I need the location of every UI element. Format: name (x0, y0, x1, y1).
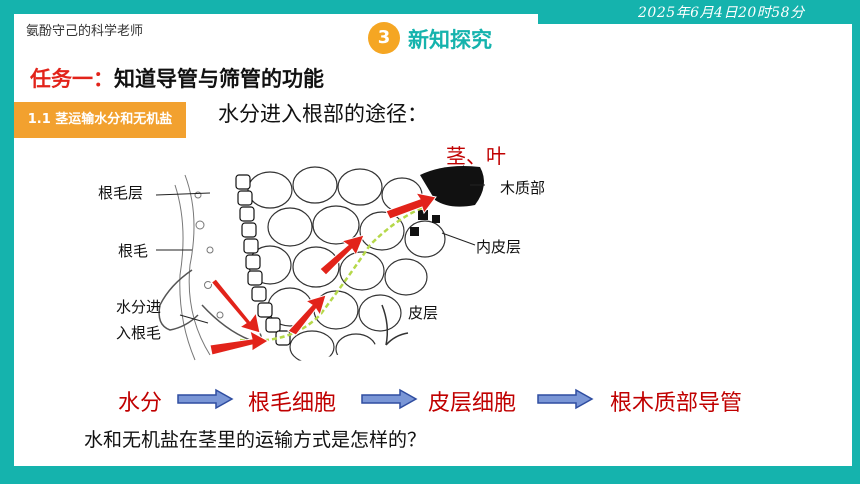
flow-step-xylem-vessel: 根木质部导管 (610, 391, 743, 416)
frame-bottom (0, 466, 860, 484)
stem-leaf-label: 茎、叶 (446, 144, 506, 168)
water-flow-path (239, 203, 431, 342)
timestamp: 2025年6月4日20时58分 (638, 5, 805, 21)
label-water-enters-2: 入根毛 (116, 324, 162, 342)
flow-step-water: 水分 (118, 391, 163, 416)
section-number-badge: 3 (368, 22, 400, 54)
red-flow-arrows (207, 192, 437, 356)
flow-arrow-icon (361, 388, 418, 410)
task-name: 知道导管与筛管的功能 (114, 67, 324, 91)
top-strip (538, 0, 860, 24)
author-label: 氨酚守己的科学老师 (26, 24, 144, 39)
label-cortex: 皮层 (408, 304, 439, 322)
label-endodermis: 内皮层 (476, 238, 522, 256)
flow-arrow-icon (177, 388, 234, 410)
task-prefix: 任务一： (30, 67, 114, 91)
task-title: 任务一：知道导管与筛管的功能 (30, 63, 324, 93)
epidermis-cells (235, 174, 291, 346)
label-xylem: 木质部 (500, 179, 546, 197)
flow-step-cortex-cell: 皮层细胞 (428, 391, 517, 416)
section-title: 新知探究 (408, 28, 492, 52)
label-water-enters-1: 水分进 (116, 298, 162, 316)
flow-arrow-icon (537, 388, 594, 410)
leader-lines (155, 184, 485, 324)
label-root-hair: 根毛 (118, 242, 149, 260)
label-root-hair-layer: 根毛层 (98, 184, 144, 202)
frame-left (0, 0, 14, 484)
root-cross-section-diagram (155, 166, 485, 361)
subtopic-badge: 1.1 茎运输水分和无机盐 (14, 102, 186, 138)
question-stem-transport: 水和无机盐在茎里的运输方式是怎样的？ (84, 429, 427, 451)
question-water-path: 水分进入根部的途径： (218, 102, 428, 126)
flow-step-root-hair-cell: 根毛细胞 (248, 391, 337, 416)
frame-right (852, 0, 860, 484)
